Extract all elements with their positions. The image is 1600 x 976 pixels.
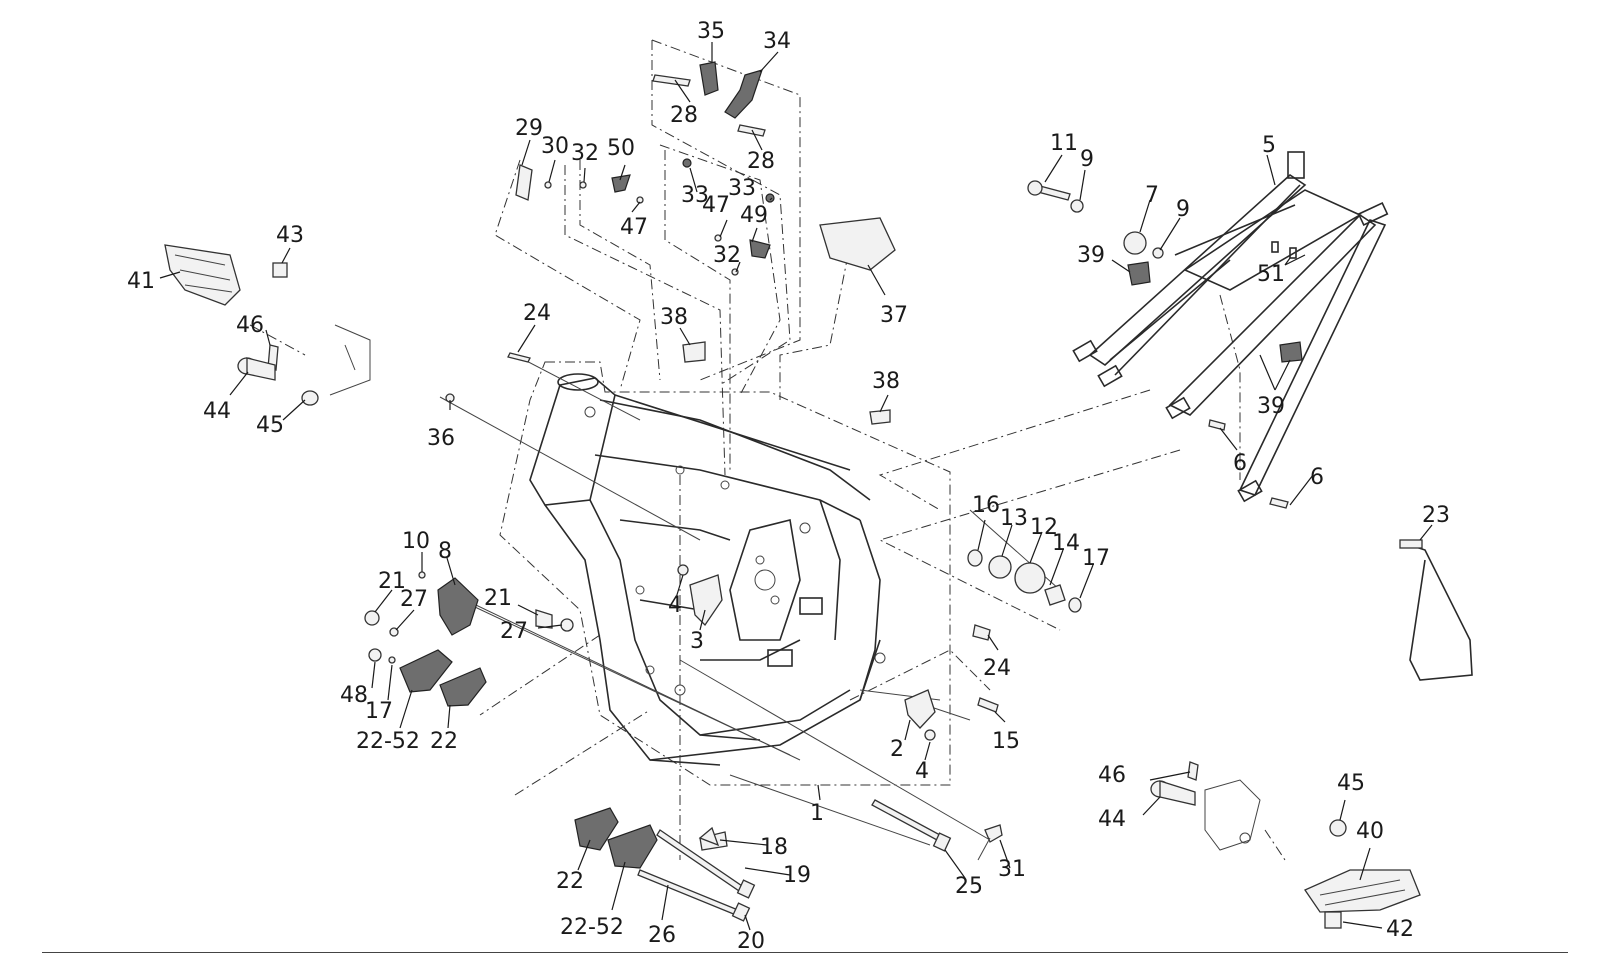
callout-33: 33 — [681, 183, 709, 208]
callout-9: 9 — [1080, 147, 1094, 172]
callout-41: 41 — [127, 269, 155, 294]
callout-15: 15 — [992, 729, 1020, 754]
callout-8: 8 — [438, 539, 452, 564]
callout-23: 23 — [1422, 503, 1450, 528]
callout-28: 28 — [670, 103, 698, 128]
callout-40: 40 — [1356, 819, 1384, 844]
callout-4: 4 — [668, 593, 682, 618]
callout-22: 22 — [430, 729, 458, 754]
callout-44: 44 — [1098, 807, 1126, 832]
callout-39: 39 — [1257, 394, 1285, 419]
callout-48: 48 — [340, 683, 368, 708]
callout-4: 4 — [915, 759, 929, 784]
callout-14: 14 — [1052, 531, 1080, 556]
callout-37: 37 — [880, 303, 908, 328]
callout-17: 17 — [365, 699, 393, 724]
callout-47: 47 — [702, 193, 730, 218]
callout-20: 20 — [737, 929, 765, 954]
callout-49: 49 — [740, 203, 768, 228]
leader-lines — [159, 42, 1433, 931]
callout-46: 46 — [1098, 763, 1126, 788]
rear-subframe — [1072, 151, 1389, 503]
main-frame — [499, 361, 951, 786]
callout-22-52: 22-52 — [560, 915, 624, 940]
callout-11: 11 — [1050, 131, 1078, 156]
callout-7: 7 — [1145, 183, 1159, 208]
callout-34: 34 — [763, 29, 791, 54]
callout-39: 39 — [1077, 243, 1105, 268]
callout-6: 6 — [1233, 451, 1247, 476]
callout-2: 2 — [890, 737, 904, 762]
callout-27: 27 — [400, 587, 428, 612]
callout-24: 24 — [523, 301, 551, 326]
callout-50: 50 — [607, 136, 635, 161]
callout-35: 35 — [697, 19, 725, 44]
callout-33: 33 — [728, 176, 756, 201]
callout-10: 10 — [402, 529, 430, 554]
callout-labels: 35 34 28 28 29 30 32 50 47 33 33 47 49 3… — [127, 19, 1450, 954]
callout-19: 19 — [783, 863, 811, 888]
callout-12: 12 — [1030, 515, 1058, 540]
callout-13: 13 — [1000, 506, 1028, 531]
callout-21: 21 — [484, 586, 512, 611]
callout-6: 6 — [1310, 465, 1324, 490]
callout-45: 45 — [256, 413, 284, 438]
callout-46: 46 — [236, 313, 264, 338]
callout-38: 38 — [872, 369, 900, 394]
callout-51: 51 — [1257, 262, 1285, 287]
small-parts — [164, 61, 1473, 929]
callout-22-52: 22-52 — [356, 729, 420, 754]
callout-32: 32 — [571, 141, 599, 166]
callout-16: 16 — [972, 493, 1000, 518]
callout-24: 24 — [983, 656, 1011, 681]
callout-45: 45 — [1337, 771, 1365, 796]
callout-25: 25 — [955, 874, 983, 899]
callout-17: 17 — [1082, 546, 1110, 571]
assembly-guide-lines — [249, 39, 1286, 861]
callout-22: 22 — [556, 869, 584, 894]
callout-29: 29 — [515, 116, 543, 141]
callout-5: 5 — [1262, 133, 1276, 158]
callout-27: 27 — [500, 619, 528, 644]
callout-21: 21 — [378, 569, 406, 594]
callout-28: 28 — [747, 149, 775, 174]
callout-30: 30 — [541, 134, 569, 159]
callout-1: 1 — [810, 801, 824, 826]
page-divider-line — [42, 952, 1568, 953]
callout-42: 42 — [1386, 917, 1414, 942]
callout-3: 3 — [690, 629, 704, 654]
callout-18: 18 — [760, 835, 788, 860]
callout-47: 47 — [620, 215, 648, 240]
callout-44: 44 — [203, 399, 231, 424]
callout-9: 9 — [1176, 197, 1190, 222]
callout-38: 38 — [660, 305, 688, 330]
callout-26: 26 — [648, 923, 676, 948]
callout-32: 32 — [713, 243, 741, 268]
callout-43: 43 — [276, 223, 304, 248]
callout-31: 31 — [998, 857, 1026, 882]
callout-36: 36 — [427, 426, 455, 451]
